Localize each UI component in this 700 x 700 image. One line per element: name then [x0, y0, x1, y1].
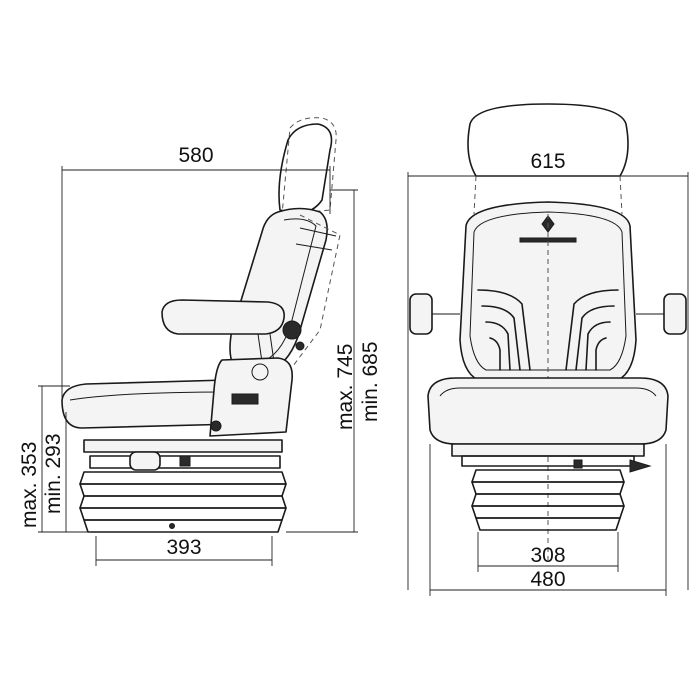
lever-handle-icon	[629, 459, 652, 473]
seat-cushion-seam	[69, 391, 231, 401]
recline-lever-icon	[295, 341, 305, 351]
dim-label-308: 308	[530, 544, 565, 567]
seat-cushion-front	[427, 377, 669, 445]
dim-label-293: min. 293	[42, 433, 65, 514]
front-view: 615 308 480	[407, 103, 689, 596]
front-slide-rail	[451, 443, 645, 457]
dim-label-580: 580	[178, 144, 213, 167]
seat-cushion-front-seam	[439, 387, 657, 397]
backrest-rib-pattern-left	[477, 289, 531, 371]
backrest-recline-outline	[289, 214, 341, 371]
seatbelt-strap	[295, 227, 337, 251]
suspension-bellows-side	[79, 471, 287, 533]
bolt-icon	[210, 420, 222, 432]
headrest-front-raised-outline	[473, 175, 623, 215]
dim-label-393: 393	[166, 536, 201, 559]
side-view: 580 393 max. 353 min. 293 max. 745 min. …	[18, 117, 382, 566]
backrest-seam	[265, 218, 317, 361]
base-center-mark-icon	[169, 523, 175, 529]
dim-label-745: max. 745	[334, 344, 357, 430]
front-lock-icon	[573, 459, 583, 469]
headrest-side	[278, 123, 333, 215]
weight-adjust-knob-icon	[129, 451, 161, 471]
slide-rail	[83, 439, 283, 453]
adjust-handle-icon	[231, 393, 259, 405]
dim-label-353: max. 353	[18, 442, 41, 528]
armrest-side	[161, 299, 285, 335]
suspension-top-plate	[89, 455, 281, 469]
hinge-pivot-icon	[251, 363, 269, 381]
dim-label-480: 480	[530, 568, 565, 591]
backrest-rib-pattern-right	[565, 289, 619, 371]
dim-label-685: min. 685	[359, 341, 382, 422]
armrest-left-front	[409, 293, 433, 335]
headrest-front	[467, 103, 629, 177]
backrest-side	[229, 207, 328, 373]
backrest-front-inner	[469, 211, 627, 371]
headrest-raised-outline	[281, 117, 337, 216]
armrest-support	[257, 333, 275, 363]
suspension-bellows-front	[471, 469, 625, 531]
armrest-right-front	[663, 293, 687, 335]
dim-label-615: 615	[530, 150, 565, 173]
rail-lock-icon	[179, 455, 191, 467]
recline-knob-icon	[282, 320, 302, 340]
